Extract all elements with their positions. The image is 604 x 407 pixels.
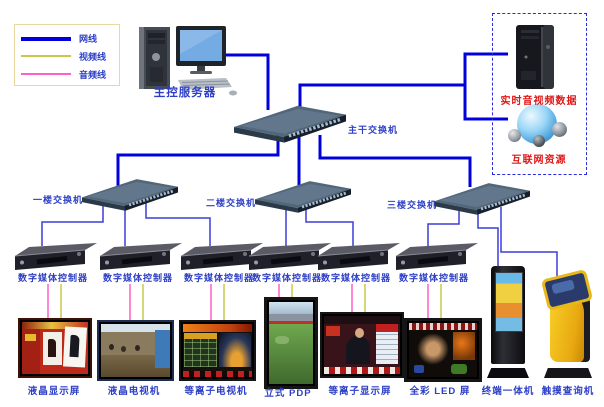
- av-data-server-icon: [516, 25, 554, 89]
- wire-floor1-ctrl1: [41, 203, 104, 246]
- terminal-kiosk-label: 终端一体机: [481, 386, 535, 397]
- floor2-switch-label: 二楼交换机: [205, 198, 256, 208]
- touch-kiosk: [538, 268, 596, 378]
- touch-kiosk-label: 触摸查询机: [541, 386, 595, 397]
- wire-server-to-backbone: [224, 53, 270, 110]
- legend-label: 视频线: [79, 52, 107, 62]
- media-controller-1-label: 数字媒体控制器: [17, 273, 88, 283]
- media-controller-6: [395, 243, 478, 270]
- floor1-switch: [82, 179, 178, 211]
- video-line-sample: [21, 55, 71, 57]
- legend-row-network: 网线: [21, 33, 115, 44]
- plasma-display-label: 等离子显示屏: [328, 386, 392, 397]
- legend-row-audio: 音频线: [21, 69, 115, 80]
- av-data-label: 实时音视频数据: [500, 96, 578, 107]
- wire-floor3-ctrl6: [427, 207, 460, 246]
- terminal-kiosk: [487, 266, 529, 378]
- standing-pdp-label: 立式 PDP: [264, 388, 312, 399]
- wire-sources-bracket: [463, 52, 508, 121]
- legend-box: 网线 视频线 音频线: [14, 24, 120, 86]
- media-controller-2-label: 数字媒体控制器: [102, 273, 173, 283]
- main-server-computer: [139, 26, 237, 96]
- backbone-switch-label: 主干交换机: [348, 125, 399, 135]
- wire-floor1-ctrl3: [145, 201, 211, 246]
- media-controller-5: [317, 243, 400, 270]
- plasma-tv-label: 等离子电视机: [184, 386, 248, 397]
- media-controller-1: [14, 243, 97, 270]
- media-controller-6-label: 数字媒体控制器: [398, 273, 469, 283]
- wire-floor3-touch: [500, 207, 558, 278]
- media-controller-3-label: 数字媒体控制器: [183, 273, 254, 283]
- wire-floor3-terminal: [477, 207, 499, 270]
- legend-label: 音频线: [79, 70, 107, 80]
- wire-backbone-to-floor1: [116, 135, 280, 186]
- lcd-tv-label: 液晶电视机: [107, 386, 161, 397]
- wire-backbone-to-floor3: [318, 135, 472, 187]
- main-server-label: 主控服务器: [153, 87, 217, 99]
- audio-line-sample: [21, 73, 71, 75]
- legend-row-video: 视频线: [21, 51, 115, 62]
- floor3-switch: [434, 183, 530, 215]
- led-screen-label: 全彩 LED 屏: [409, 386, 471, 397]
- backbone-switch: [234, 105, 346, 143]
- wire-backbone-to-sources: [298, 83, 465, 107]
- lcd-display: [18, 318, 92, 378]
- media-controller-4: [248, 243, 331, 270]
- legend-label: 网线: [79, 34, 98, 44]
- standing-pdp: [264, 297, 318, 389]
- internet-label: 互联网资源: [511, 155, 567, 166]
- network-line-sample: [21, 37, 71, 41]
- floor1-switch-label: 一楼交换机: [32, 195, 83, 205]
- internet-globe-icon: [508, 104, 568, 150]
- media-controller-5-label: 数字媒体控制器: [320, 273, 391, 283]
- media-sources-box: [492, 13, 587, 175]
- led-screen: [404, 318, 482, 382]
- media-controller-3: [180, 243, 263, 270]
- media-controller-2: [99, 243, 182, 270]
- floor3-switch-label: 三楼交换机: [386, 200, 437, 210]
- floor2-switch: [255, 181, 351, 213]
- lcd-tv: [97, 320, 174, 381]
- plasma-display: [320, 312, 404, 378]
- plasma-tv: [179, 320, 256, 381]
- lcd-display-label: 液晶显示屏: [27, 386, 81, 397]
- media-controller-4-label: 数字媒体控制器: [251, 273, 322, 283]
- wire-floor2-ctrl5: [305, 204, 354, 246]
